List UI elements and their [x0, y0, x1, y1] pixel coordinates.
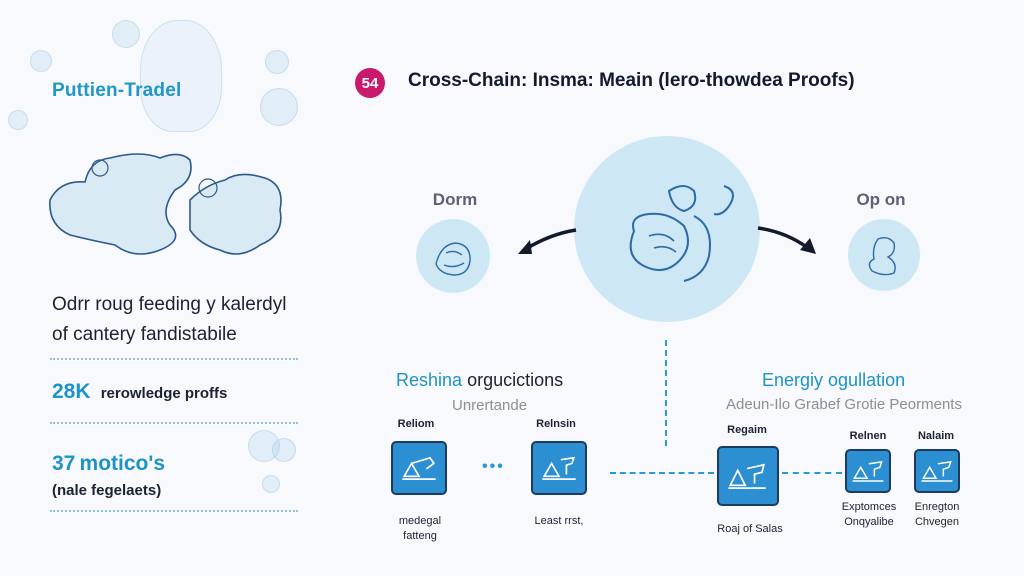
scale-icon [921, 461, 953, 482]
intro-line-1: Odrr roug feeding y kalerdyl [52, 294, 287, 315]
horizontal-connector [782, 472, 842, 474]
stat-sublabel: (nale fegelaets) [52, 482, 162, 499]
divider [50, 510, 298, 512]
card-caption: Roaj of Salas [717, 523, 783, 535]
card-label: Nalaim [917, 430, 955, 442]
card-caption: Exptomces Onqyalibe [836, 500, 902, 530]
decorative-bubble [8, 110, 28, 130]
card-caption-line-2: fatteng [403, 530, 437, 542]
decorative-bubble [272, 438, 296, 462]
card-caption-line-1: Least rrst, [534, 515, 584, 527]
card-caption-line-2: Onqyalibe [844, 516, 894, 528]
decorative-bubble [112, 20, 140, 48]
section-title: Energiy ogullation [762, 370, 905, 391]
divider [50, 422, 298, 424]
sketch-figure-icon [868, 236, 896, 276]
divider [50, 358, 298, 360]
card[interactable] [845, 449, 891, 493]
card-caption: medegal fatteng [390, 514, 450, 544]
card-label: Reliom [397, 418, 435, 430]
card-caption-line-1: Enregton [914, 501, 960, 513]
intro-line-2: of cantery fandistabile [52, 324, 237, 345]
section-title: Reshina orgucictions [396, 370, 563, 391]
card-label: Regaim [727, 424, 767, 436]
stat-motico: 37 motico's [52, 452, 165, 476]
decorative-bubble [140, 20, 222, 132]
page-title: Cross-Chain: Insma: Meain (lero-thowdea … [408, 70, 855, 91]
stat-label: rerowledge proffs [100, 385, 228, 402]
stat-label: motico's [79, 452, 166, 475]
right-node-label: Op on [856, 190, 906, 209]
card[interactable] [391, 441, 447, 495]
decorative-bubble [260, 88, 298, 126]
step-badge: 54 [355, 68, 385, 98]
scale-icon [852, 461, 884, 482]
section-subtitle: Adeun-Ilo Grabef Grotie Peorments [726, 396, 962, 413]
arrow-right [757, 226, 816, 254]
section-title-rest: orgucictions [467, 370, 564, 390]
card-label: Relnen [849, 430, 887, 442]
decorative-bubble [30, 50, 52, 72]
decorative-bubble [265, 50, 289, 74]
card[interactable] [531, 441, 587, 495]
scale-icon [402, 456, 436, 480]
section-title-highlight: Reshina [396, 370, 463, 390]
card-label: Relnsin [536, 418, 576, 430]
stat-value: 37 [52, 452, 76, 475]
brand-title: Puttien-Tradel [52, 80, 182, 101]
center-node [574, 136, 760, 322]
scale-icon [728, 463, 766, 489]
left-node-label: Dorm [432, 190, 478, 209]
arrow-left [518, 228, 577, 254]
section-subtitle: Unrertande [452, 397, 528, 414]
card-caption-line-1: medegal [398, 515, 442, 527]
card[interactable] [914, 449, 960, 493]
right-node [848, 219, 920, 291]
sketch-figure-icon [435, 242, 471, 276]
vertical-connector [665, 340, 667, 446]
card[interactable] [717, 446, 779, 506]
sketch-figure-icon [629, 185, 734, 282]
card-caption-line-2: Chvegen [914, 516, 960, 528]
card-caption: Least rrst, [528, 514, 590, 529]
card-caption: Enregton Chvegen [904, 500, 970, 530]
scale-icon [542, 456, 576, 480]
ellipsis-connector: ••• [482, 458, 505, 475]
card-caption-line-1: Exptomces [841, 501, 897, 513]
stat-proofs: 28K rerowledge proffs [52, 380, 227, 404]
section-title-highlight: Energiy ogullation [762, 370, 906, 390]
horizontal-connector [610, 472, 714, 474]
intro-text: Odrr roug feeding y kalerdyl of cantery … [52, 290, 312, 350]
map-illustration [49, 153, 282, 255]
decorative-bubble [262, 475, 280, 493]
left-node [416, 219, 490, 293]
stat-value: 28K [52, 380, 91, 403]
